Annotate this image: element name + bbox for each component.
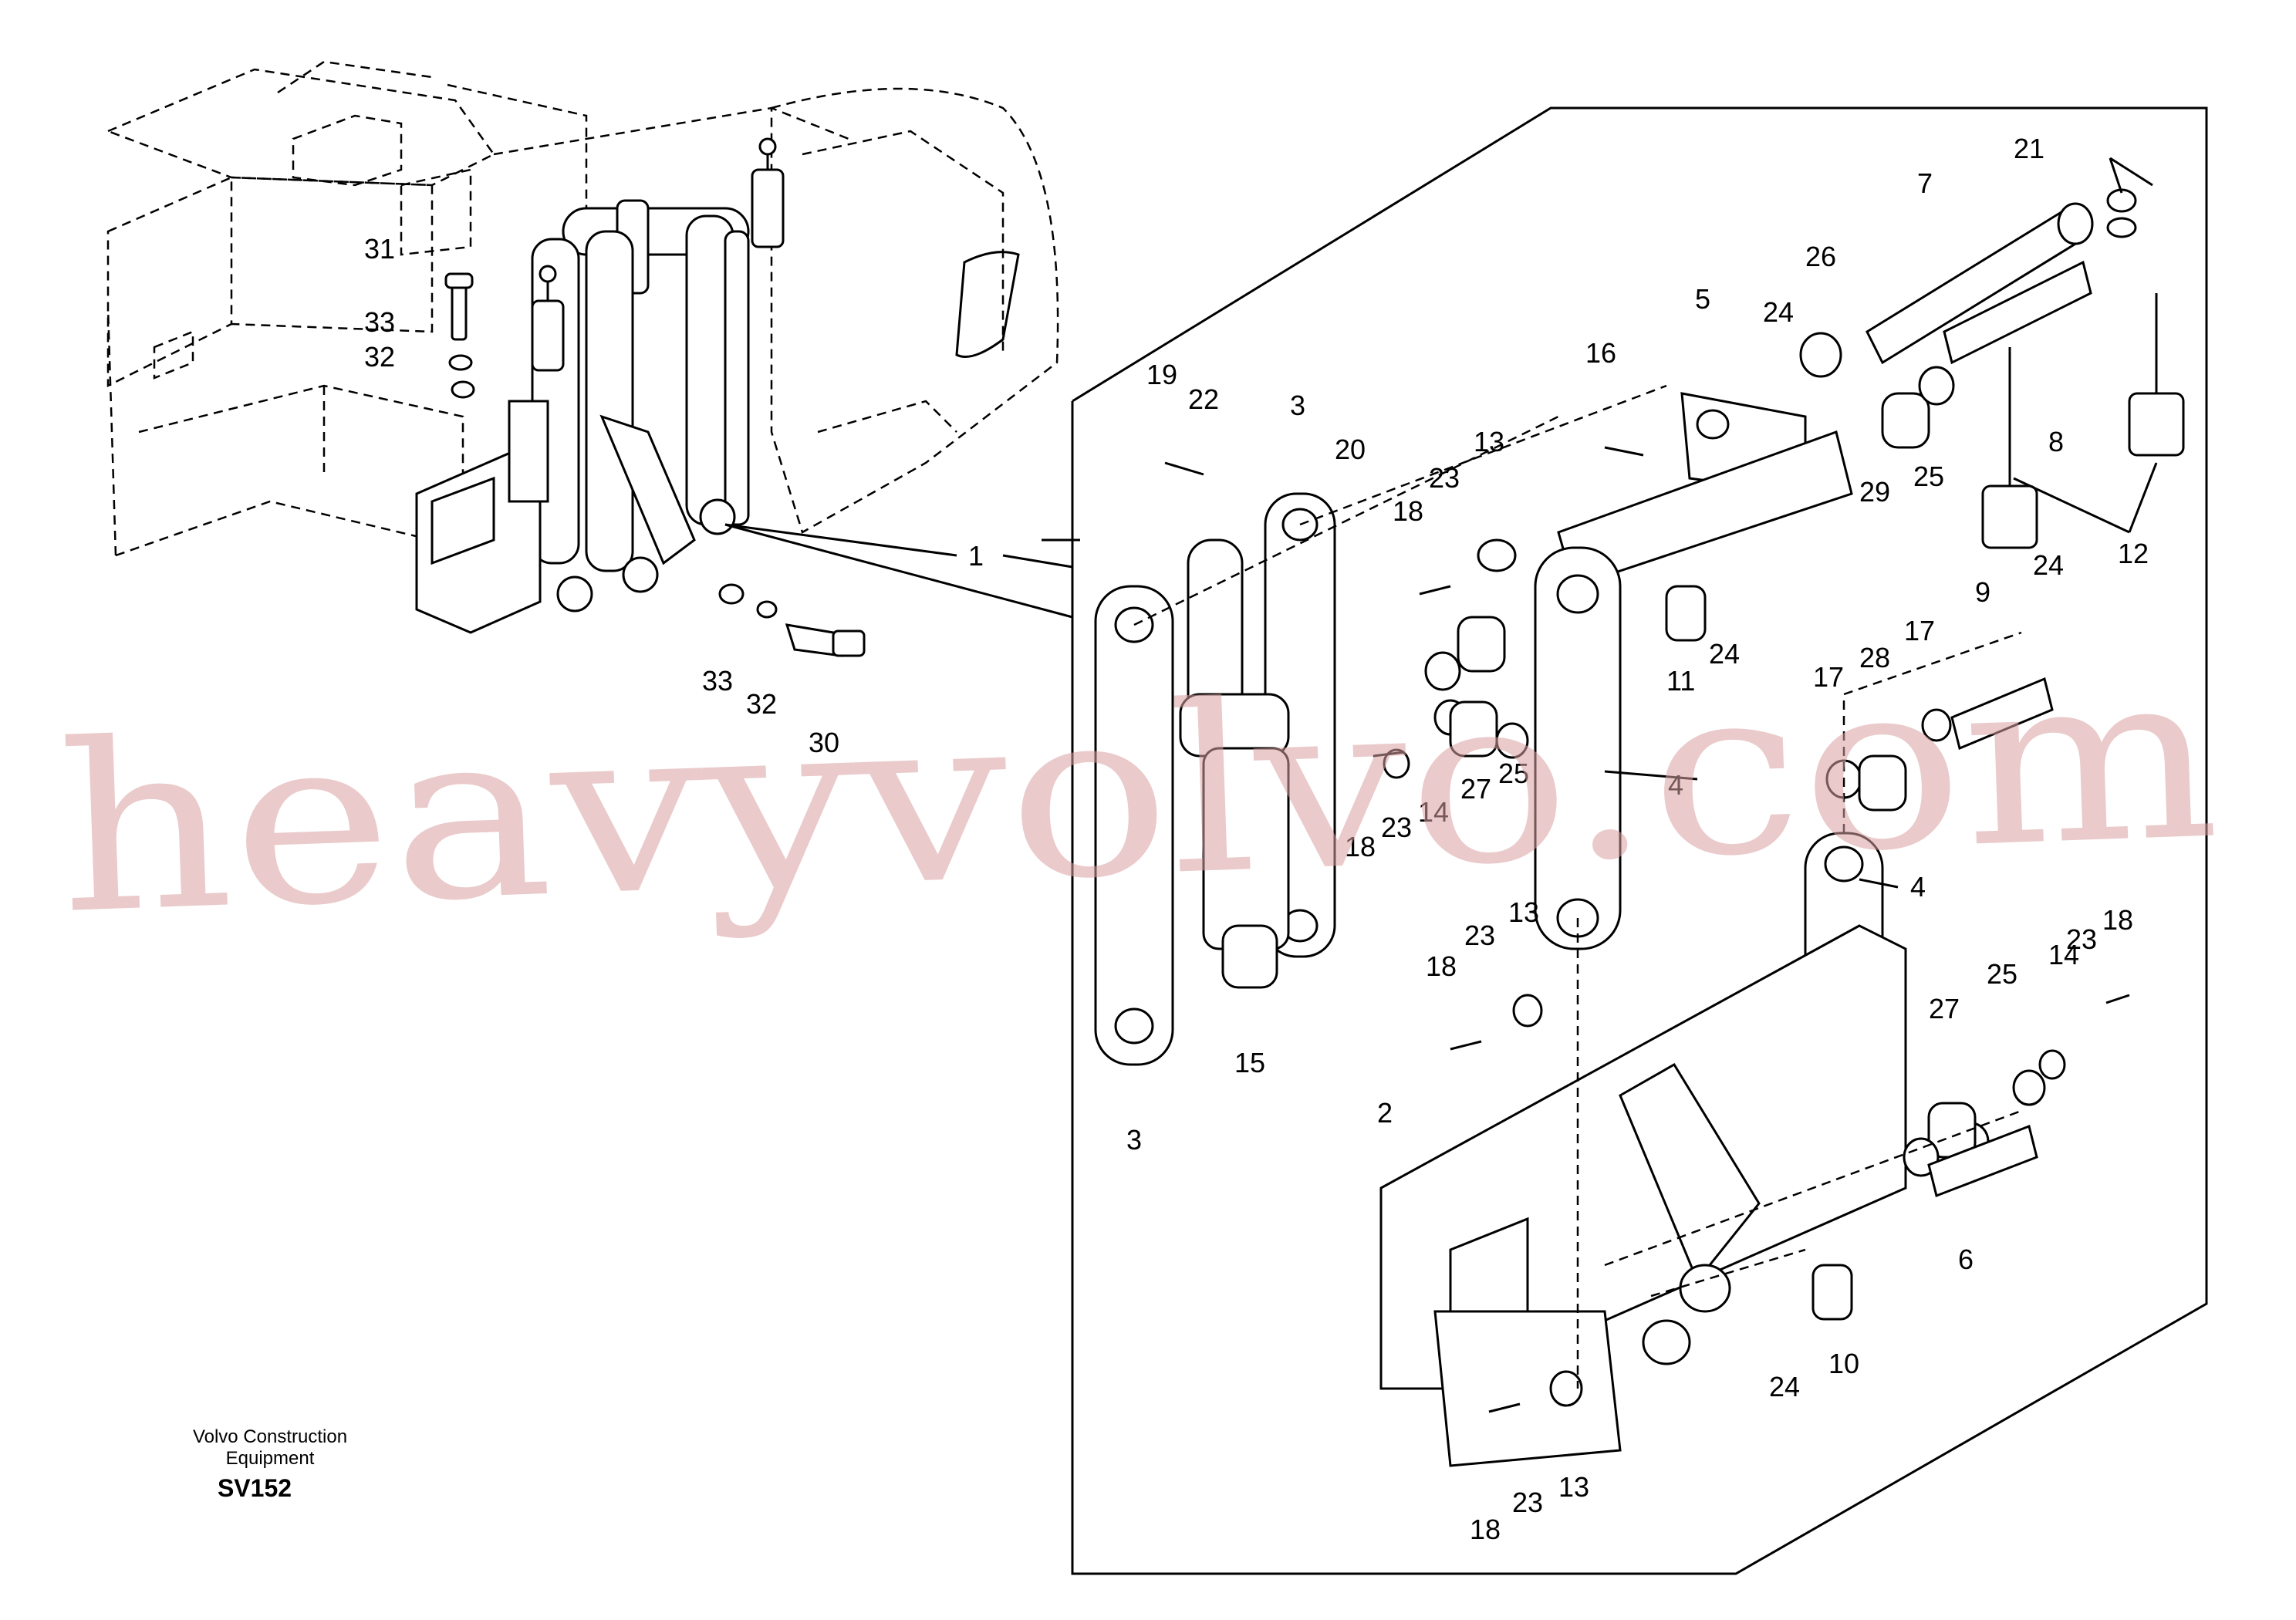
callout-14: 14 xyxy=(1418,796,1449,828)
part-callouts: 1 2 3 3 4 4 5 6 7 8 9 10 11 12 13 13 13 … xyxy=(364,133,2149,1545)
callout-7: 7 xyxy=(1917,167,1933,199)
company-name: Volvo Construction xyxy=(193,1426,347,1447)
callout-14: 14 xyxy=(2048,939,2079,970)
callout-23: 23 xyxy=(1464,920,1495,951)
callout-4: 4 xyxy=(1910,871,1926,903)
callout-25: 25 xyxy=(1913,461,1944,492)
callout-31: 31 xyxy=(364,233,395,265)
company-name-line2: Equipment xyxy=(226,1448,315,1469)
callout-30: 30 xyxy=(809,727,839,758)
callout-8: 8 xyxy=(2048,426,2064,457)
callout-22: 22 xyxy=(1188,383,1219,415)
callout-33: 33 xyxy=(364,306,395,338)
callout-6: 6 xyxy=(1958,1244,1974,1275)
caption-block: Volvo Construction Equipment SV152 xyxy=(193,1426,347,1502)
callout-24: 24 xyxy=(2033,549,2064,581)
callout-26: 26 xyxy=(1805,241,1836,272)
callout-24: 24 xyxy=(1763,296,1794,328)
callout-18: 18 xyxy=(1426,950,1457,982)
diagram-code: SV152 xyxy=(218,1474,292,1502)
callout-5: 5 xyxy=(1695,283,1710,315)
callout-19: 19 xyxy=(1146,359,1177,390)
callout-24: 24 xyxy=(1769,1371,1800,1402)
callout-10: 10 xyxy=(1828,1348,1859,1379)
exploded-view-frame xyxy=(1071,106,2208,1575)
callout-13: 13 xyxy=(1558,1471,1589,1503)
watermark: heavyvolvo.com xyxy=(54,620,2222,965)
leader-lines xyxy=(1042,157,2158,889)
machine-overview xyxy=(105,60,1059,557)
callout-18: 18 xyxy=(1345,831,1376,862)
assembled-link-overview xyxy=(415,137,785,634)
callout-32: 32 xyxy=(364,341,395,373)
callout-16: 16 xyxy=(1585,337,1616,369)
callout-12: 12 xyxy=(2118,538,2149,569)
callout-1: 1 xyxy=(968,540,984,572)
callout-23: 23 xyxy=(2066,923,2097,955)
callout-28: 28 xyxy=(1859,642,1890,673)
callout-33: 33 xyxy=(702,665,733,697)
exploded-parts xyxy=(1094,188,2185,1467)
callout-24: 24 xyxy=(1709,638,1740,670)
callout-18: 18 xyxy=(1393,495,1423,527)
callout-18: 18 xyxy=(1470,1514,1501,1545)
callout-23: 23 xyxy=(1381,812,1412,843)
callout-27: 27 xyxy=(1460,773,1491,805)
callout-21: 21 xyxy=(2014,133,2044,164)
overview-fasteners xyxy=(444,272,866,657)
callout-17: 17 xyxy=(1904,615,1935,646)
callout-11: 11 xyxy=(1666,665,1695,697)
callout-3: 3 xyxy=(1126,1124,1142,1156)
callout-17: 17 xyxy=(1813,661,1844,693)
callout-20: 20 xyxy=(1335,434,1366,465)
callout-27: 27 xyxy=(1929,993,1960,1024)
callout-32: 32 xyxy=(746,688,777,720)
callout-13: 13 xyxy=(1474,426,1504,457)
callout-25: 25 xyxy=(1498,758,1529,789)
callout-18: 18 xyxy=(2102,904,2133,936)
callout-9: 9 xyxy=(1975,576,1990,608)
callout-15: 15 xyxy=(1234,1047,1265,1078)
callout-4: 4 xyxy=(1668,769,1683,801)
callout-23: 23 xyxy=(1512,1487,1543,1518)
callout-13: 13 xyxy=(1508,896,1539,928)
callout-2: 2 xyxy=(1377,1097,1393,1129)
callout-23: 23 xyxy=(1429,462,1460,494)
callout-29: 29 xyxy=(1859,476,1890,508)
callout-3: 3 xyxy=(1290,390,1305,421)
callout-25: 25 xyxy=(1987,958,2017,990)
